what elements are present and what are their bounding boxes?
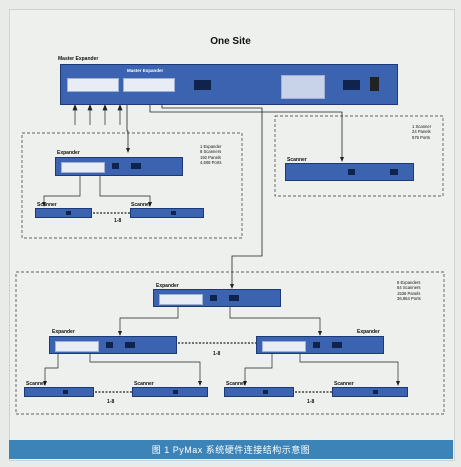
scanner-device: [332, 387, 408, 397]
serial-port: [112, 163, 119, 169]
left-group-range: 1-8: [114, 218, 122, 224]
port-block: [67, 78, 119, 92]
scanner-device: [132, 387, 208, 397]
bottom-scanner-label-2: Scanner: [134, 381, 154, 387]
serial-port: [390, 169, 398, 175]
serial-port: [66, 211, 71, 215]
power-socket: [370, 77, 379, 91]
left-expander-label: Expander: [57, 150, 80, 156]
serial-port: [171, 211, 176, 215]
right-group-stats: 1 Scanner 24 Panels 576 Ports: [412, 124, 432, 140]
left-scanner-label-1: Scanner: [37, 202, 57, 208]
bottom-scanner-label-1: Scanner: [26, 381, 46, 387]
bottom-right-range: 1-8: [307, 399, 315, 405]
serial-port: [343, 80, 360, 90]
bottom-top-expander-label: Expander: [156, 283, 179, 289]
serial-port: [131, 163, 141, 169]
bottom-left-range: 1-8: [107, 399, 115, 405]
master-expander-device: Master Expander: [60, 64, 398, 105]
port-block: [123, 78, 175, 92]
bottom-expander-range: 1-8: [213, 351, 221, 357]
serial-port: [229, 295, 239, 301]
scanner-device: [24, 387, 94, 397]
bottom-right-expander-device: [256, 336, 384, 354]
serial-port: [210, 295, 217, 301]
serial-port: [125, 342, 135, 348]
left-expander-device: [55, 157, 183, 176]
bottom-left-expander-label: Expander: [52, 329, 75, 335]
port-block: [61, 162, 105, 173]
serial-port: [348, 169, 355, 175]
serial-port: [263, 390, 268, 394]
bottom-right-expander-label: Expander: [357, 329, 380, 335]
right-scanner-device: [285, 163, 414, 181]
scanner-device: [35, 208, 92, 218]
serial-port: [373, 390, 378, 394]
serial-port: [63, 390, 68, 394]
master-expander-label: Master Expander: [58, 56, 99, 62]
bottom-group-stats: 8 Expanders 64 Scanners 1536 Panels 36,8…: [397, 280, 421, 302]
bottom-top-expander-device: [153, 289, 281, 307]
right-scanner-label: Scanner: [287, 157, 307, 163]
left-group-stats: 1 Expander 8 Scanners 192 Panels 4,608 P…: [200, 144, 222, 166]
port-block: [55, 341, 99, 352]
scanner-device: [130, 208, 204, 218]
indicator-panel: [281, 75, 325, 99]
right-group-box: [274, 115, 444, 197]
figure-caption: 图 1 PyMax 系统硬件连接结构示意图: [151, 445, 311, 455]
left-scanner-label-2: Scanner: [131, 202, 151, 208]
serial-port: [313, 342, 320, 348]
bottom-scanner-label-3: Scanner: [226, 381, 246, 387]
master-expander-inner-label: Master Expander: [127, 68, 164, 73]
port-block: [262, 341, 306, 352]
uplink-arrows: [72, 104, 123, 125]
scanner-device: [224, 387, 294, 397]
bottom-scanner-label-4: Scanner: [334, 381, 354, 387]
serial-port: [194, 80, 211, 90]
bottom-left-expander-device: [49, 336, 177, 354]
figure-caption-bar: 图 1 PyMax 系统硬件连接结构示意图: [9, 440, 453, 459]
page-title: One Site: [210, 36, 251, 47]
left-group-box: [21, 132, 243, 239]
serial-port: [173, 390, 178, 394]
port-block: [159, 294, 203, 305]
serial-port: [106, 342, 113, 348]
serial-port: [332, 342, 342, 348]
